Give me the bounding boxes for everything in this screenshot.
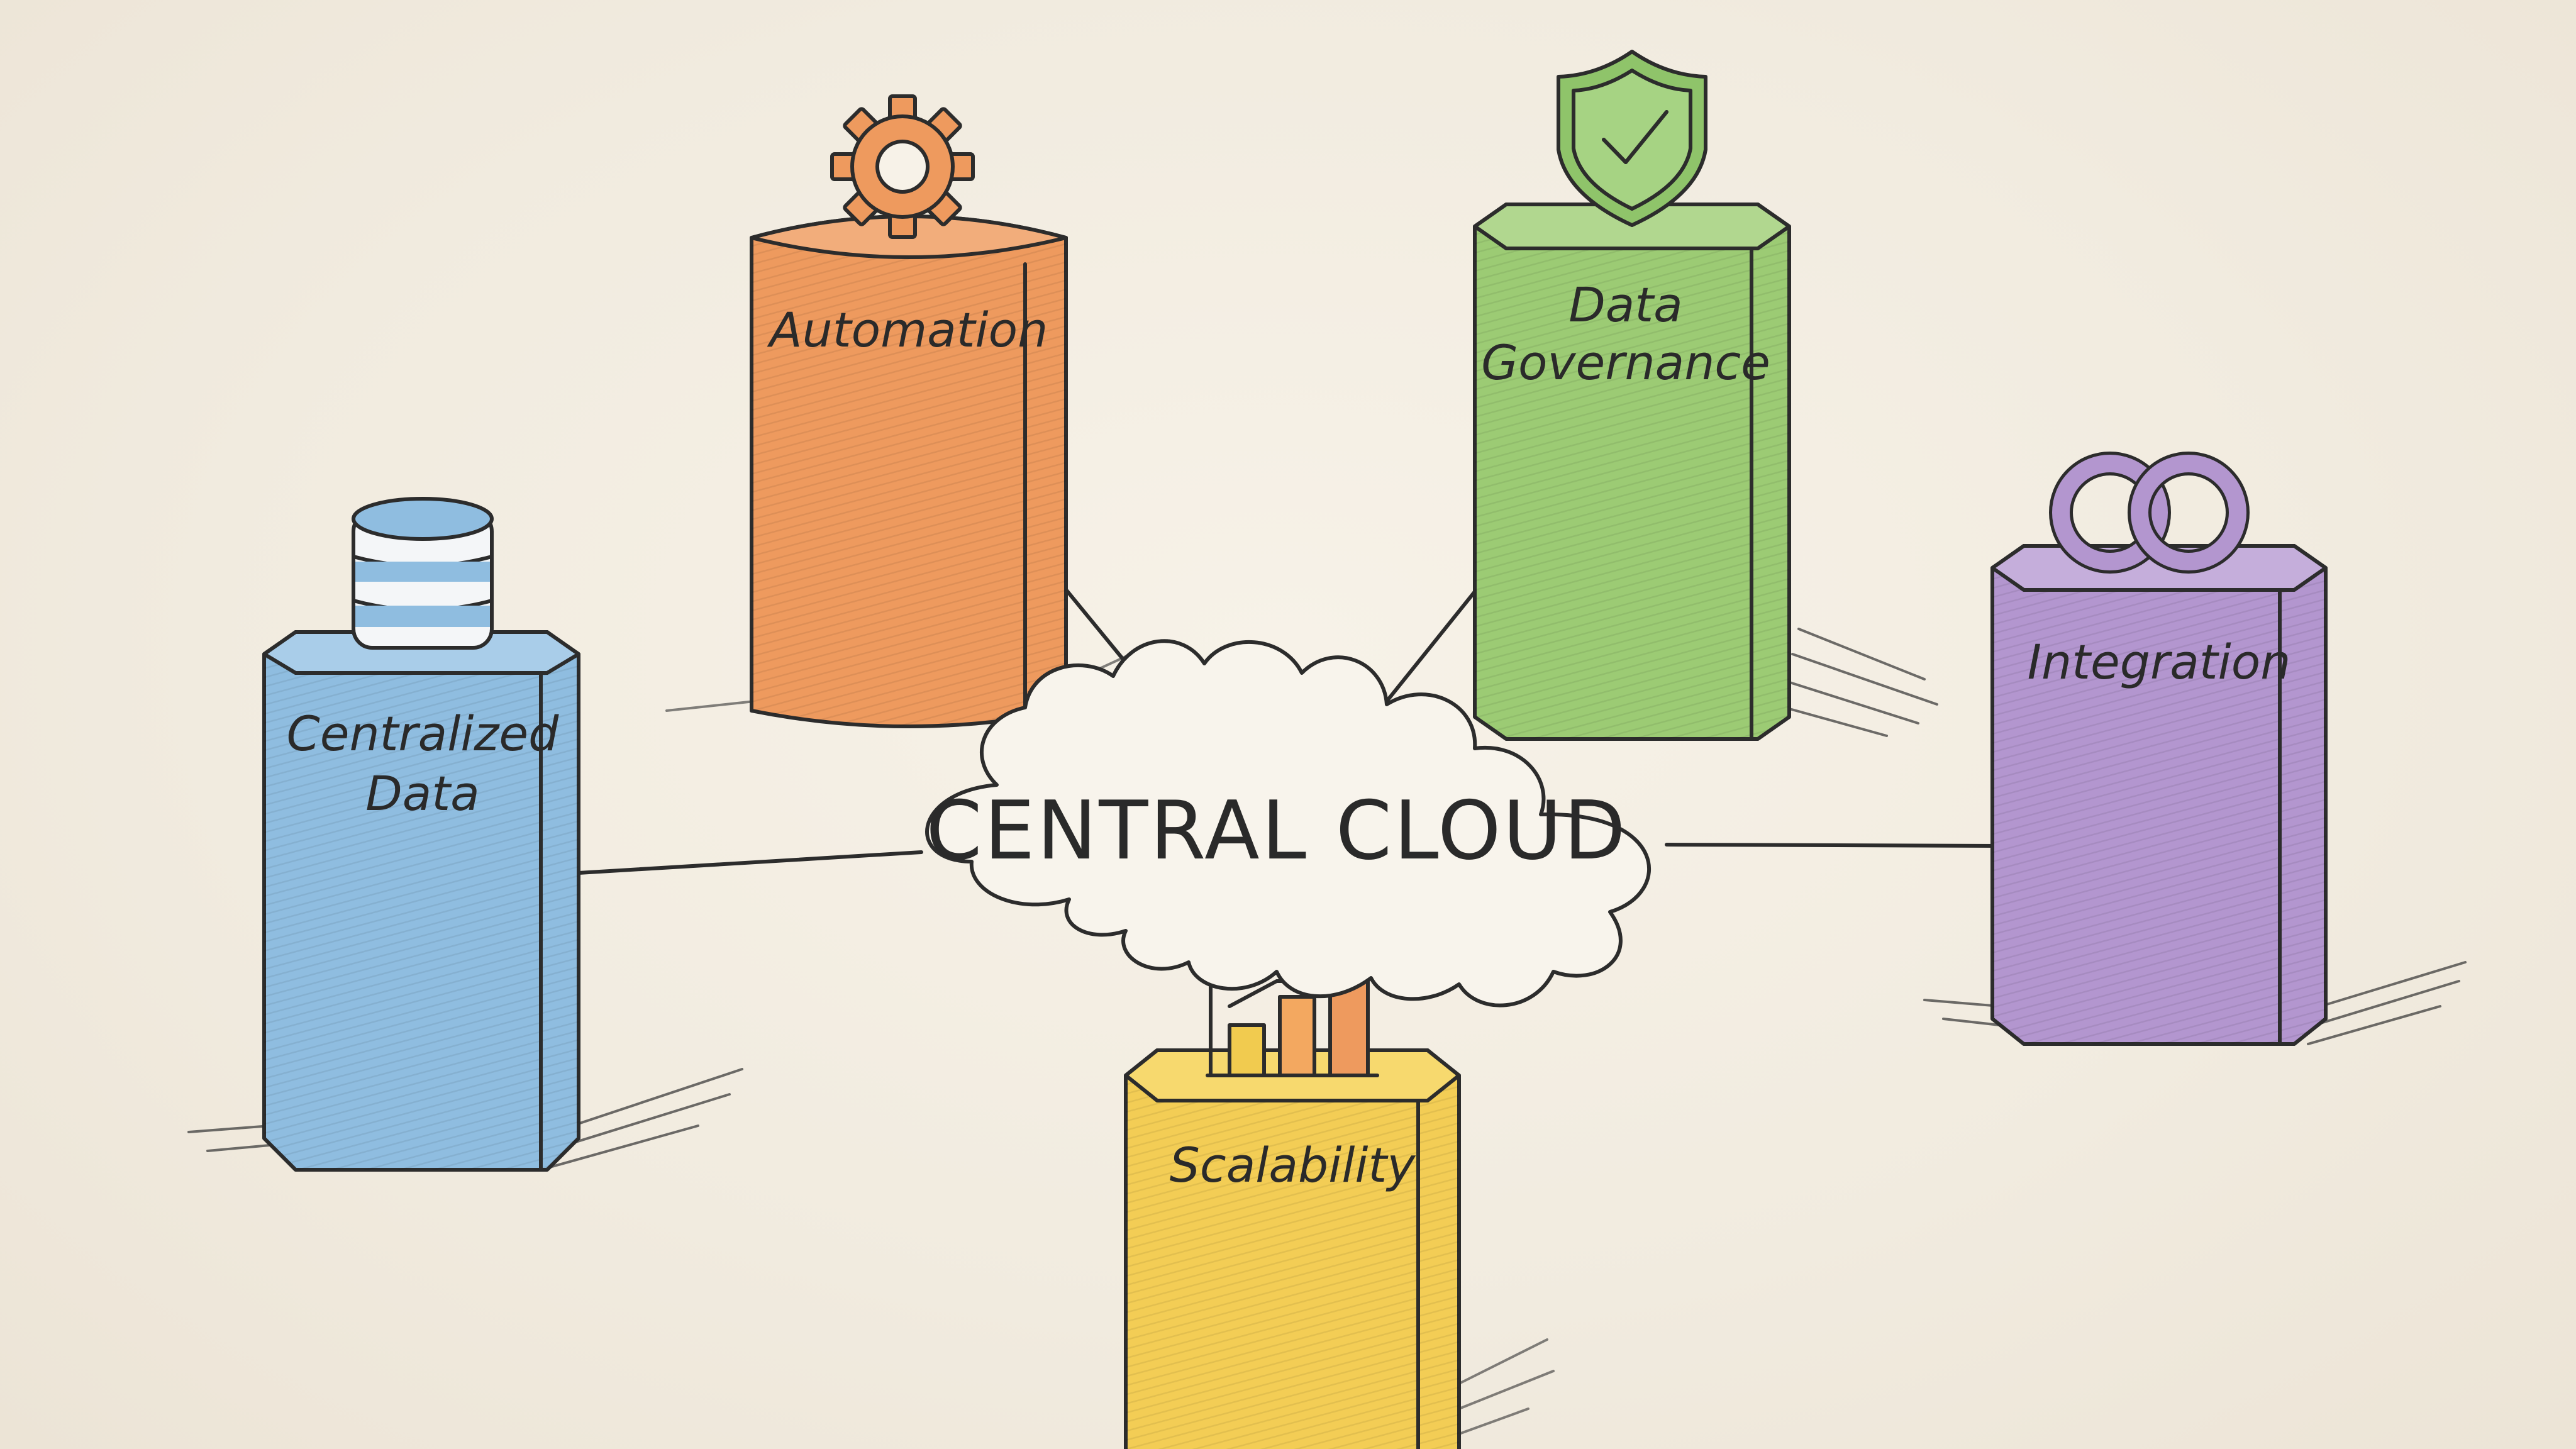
pillar-scalability: Scalability [1124,929,1555,1449]
pillar-scalability-label: Scalability [1170,1137,1416,1193]
pillar-centralized-data: Centralized Data [187,497,743,1172]
pillar-integration: Integration [1923,452,2467,1046]
pillar-automation: Automation [665,94,1146,728]
pillar-centralized-data-label-line2: Data [365,765,479,821]
pillar-data-governance: Data Governance [1473,50,1938,741]
gear-icon [830,94,975,239]
pillar-data-governance-label-line1: Data [1568,277,1682,333]
pillar-automation-label: Automation [767,302,1048,358]
shield-check-icon [1557,50,1707,227]
pillar-data-governance-label-line2: Governance [1481,335,1770,391]
pillar-shadow [1923,961,2467,1045]
connector-integration [1665,843,2002,848]
pillar-shadow [1458,1338,1555,1435]
connector-centralized-data [577,850,923,875]
pillar-integration-label: Integration [2028,634,2291,690]
pillar-centralized-data-label-line1: Centralized [287,706,559,762]
central-cloud: CENTRAL CLOUD [925,639,1651,1008]
interlocking-rings-icon [2049,452,2250,574]
pillar-shadow [1772,628,1938,737]
database-icon [352,497,494,650]
central-cloud-title: CENTRAL CLOUD [926,784,1628,878]
